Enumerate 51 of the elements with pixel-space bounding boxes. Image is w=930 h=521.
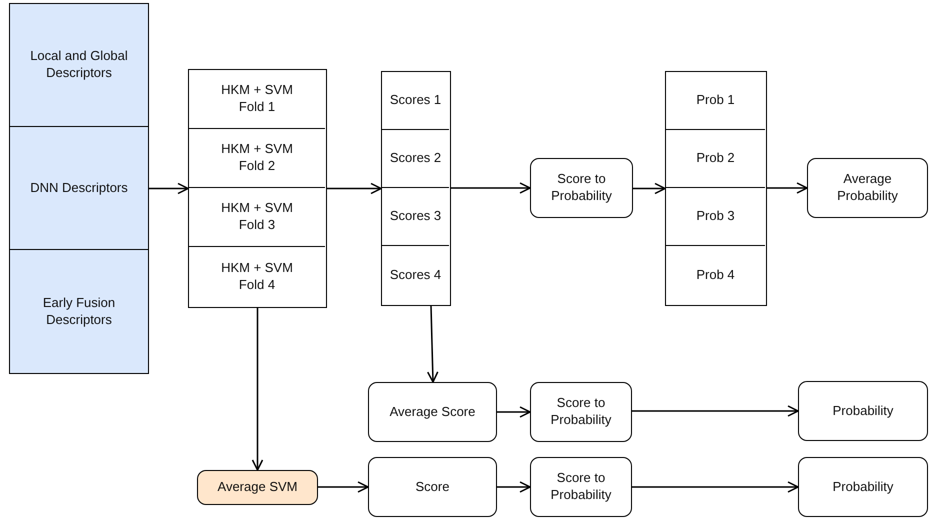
arrow (632, 481, 799, 493)
process-box (530, 382, 632, 442)
stack-box (381, 71, 451, 306)
node-label: Prob 1 (695, 92, 736, 109)
stack-box (188, 69, 327, 308)
node-label: Score to Probability (550, 470, 612, 504)
node-label: Scores 1 (388, 92, 442, 109)
arrow (149, 182, 189, 194)
node-label: Scores 2 (388, 150, 442, 167)
node-label: Average SVM (216, 479, 298, 496)
node-label: Prob 3 (695, 208, 736, 225)
node-label: Average Probability (836, 171, 899, 205)
arrow (327, 182, 382, 194)
node-label: Score to Probability (550, 395, 612, 429)
arrow (767, 182, 808, 194)
node-label: Prob 4 (695, 266, 736, 284)
process-box (368, 382, 497, 442)
process-box (368, 457, 497, 517)
node-label: Probability (832, 402, 894, 420)
node-label: Probability (832, 478, 894, 496)
process-box (798, 381, 928, 441)
arrow (427, 306, 438, 383)
node-label: HKM + SVM Fold 1 (220, 82, 294, 116)
arrow (318, 481, 369, 493)
node-label: Scores 4 (388, 266, 442, 284)
node-label: HKM + SVM Fold 3 (220, 200, 294, 234)
node-label: Average Score (388, 404, 476, 420)
node-label: Score (414, 478, 450, 496)
process-box (9, 250, 149, 374)
node-label: HKM + SVM Fold 4 (220, 260, 294, 294)
node-label: Scores 3 (388, 208, 442, 225)
arrow (632, 405, 799, 417)
process-box (798, 457, 928, 517)
node-label: Prob 2 (695, 150, 736, 167)
node-label: HKM + SVM Fold 2 (220, 141, 294, 175)
process-box (530, 457, 632, 517)
arrow (252, 308, 264, 471)
process-box (530, 158, 633, 218)
stack-box (665, 71, 767, 306)
process-box (807, 158, 928, 218)
node-label: Local and Global Descriptors (29, 48, 129, 82)
node-label: DNN Descriptors (29, 180, 129, 196)
node-label: Early Fusion Descriptors (42, 294, 116, 328)
node-label: Score to Probability (550, 171, 613, 205)
arrow (497, 406, 531, 418)
arrow (451, 182, 531, 194)
arrow (633, 182, 666, 194)
arrow (497, 481, 531, 493)
process-box (9, 3, 149, 127)
process-box (197, 470, 318, 505)
process-box (9, 127, 149, 250)
